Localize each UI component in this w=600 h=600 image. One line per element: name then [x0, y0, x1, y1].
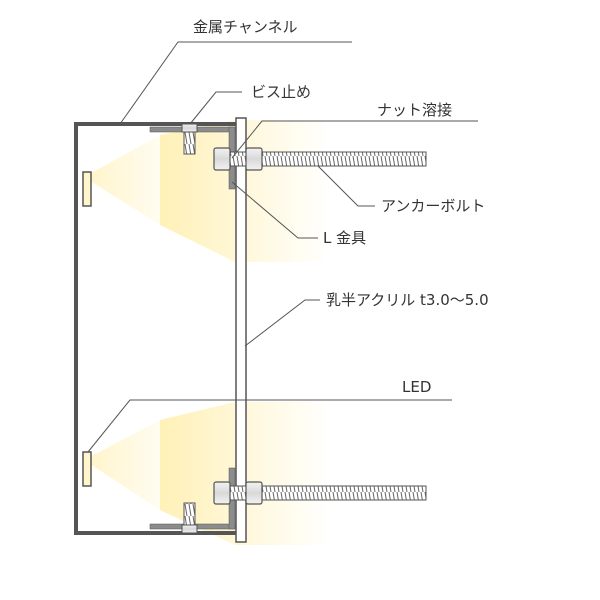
label-l-bracket: L 金具 — [323, 229, 366, 247]
leader-anchor-bolt — [317, 165, 375, 207]
label-nut-weld: ナット溶接 — [377, 101, 452, 119]
leader-acrylic — [244, 299, 320, 347]
bottom-screw — [181, 502, 198, 534]
label-metal-channel: 金属チャンネル — [193, 18, 298, 36]
metal-channel — [74, 122, 245, 535]
bottom-nut-outer — [245, 481, 263, 505]
top-screw — [181, 123, 198, 155]
top-led-light-beam — [84, 135, 160, 225]
label-led: LED — [402, 378, 431, 396]
label-screw: ビス止め — [251, 83, 311, 101]
top-anchor-bolt — [213, 147, 427, 171]
label-acrylic: 乳半アクリル t3.0〜5.0 — [326, 291, 489, 309]
bottom-led — [82, 451, 92, 487]
top-led — [82, 171, 92, 207]
leader-nut-weld — [231, 120, 478, 159]
top-nut-outer — [245, 147, 263, 171]
leader-screw — [189, 91, 242, 125]
acrylic-panel — [235, 117, 247, 543]
leader-metal-channel — [119, 41, 352, 125]
bottom-anchor-bolt — [213, 481, 427, 505]
label-anchor-bolt: アンカーボルト — [381, 197, 485, 215]
top-nut-inner — [213, 147, 231, 171]
bottom-led-light-beam — [84, 420, 160, 510]
leader-l-bracket — [231, 181, 318, 239]
leader-led — [87, 399, 452, 453]
bottom-nut-inner — [213, 481, 231, 505]
